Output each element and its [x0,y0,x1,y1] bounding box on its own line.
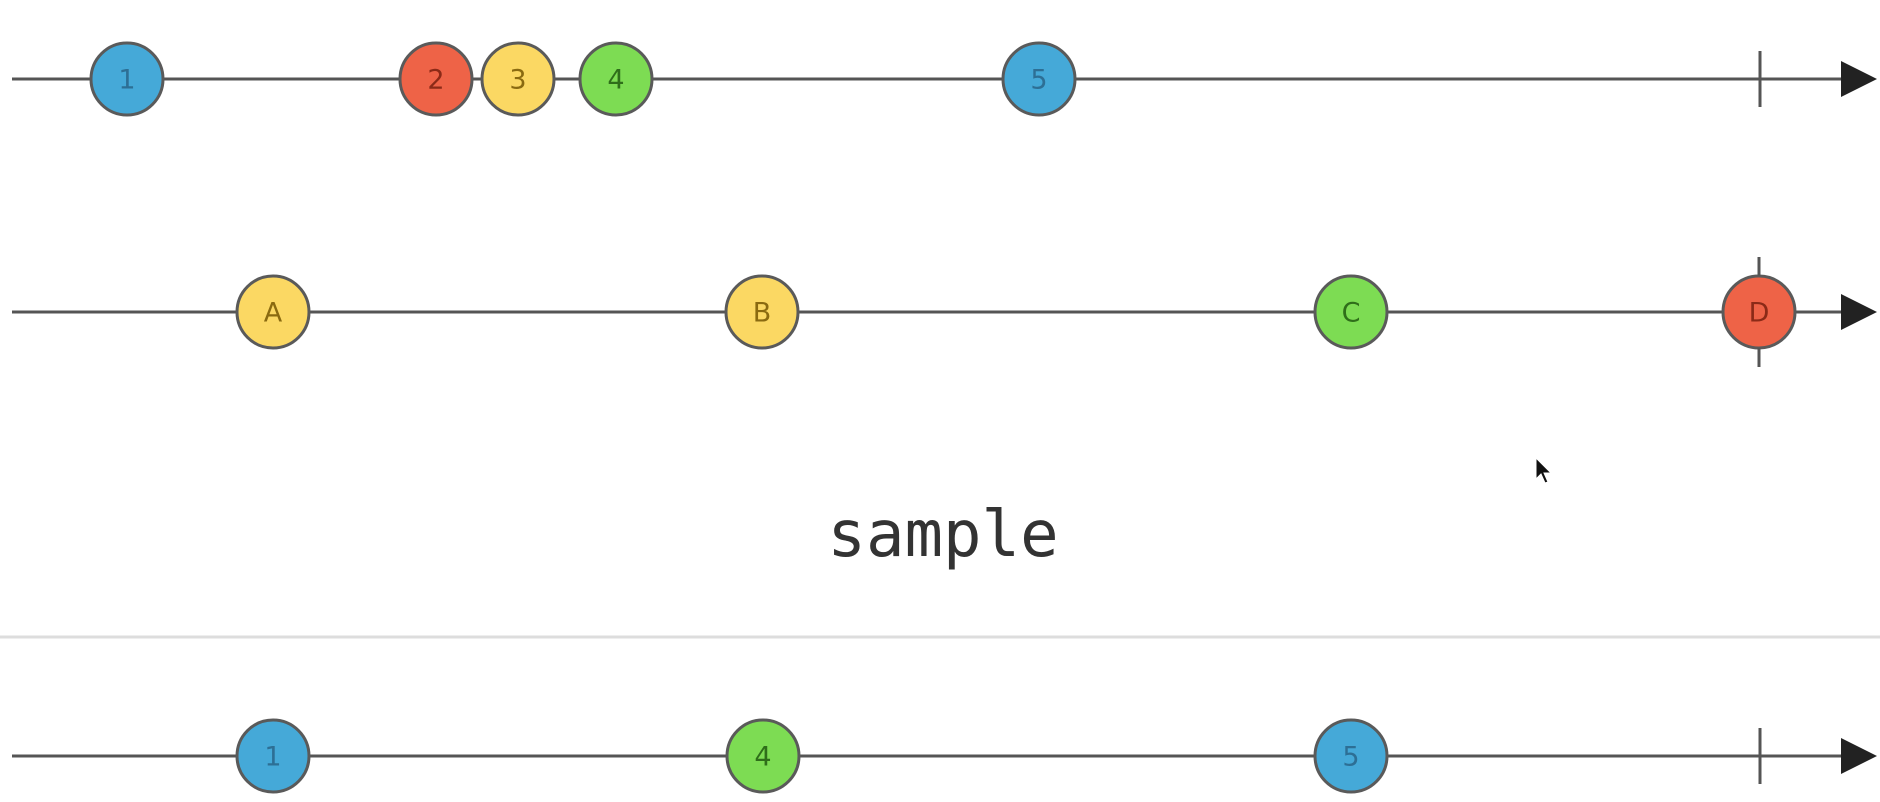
marble-label: 5 [1030,65,1047,96]
timeline-sampler: A B C D [12,257,1877,367]
marble-5: 5 [1313,718,1389,794]
marble-label: 3 [509,65,526,96]
marble-5: 5 [1001,41,1077,117]
marble-label: A [264,298,283,329]
marble-circle [578,41,654,117]
marble-1: 1 [235,718,311,794]
marble-circle [725,718,801,794]
marble-label: 1 [118,65,135,96]
operator-label: sample [827,498,1058,572]
marble-2: 2 [398,41,474,117]
arrow-head-icon [1841,294,1877,330]
marble-label: B [753,298,772,329]
marble-label: D [1749,298,1770,329]
timeline-output: 1 4 5 [12,718,1877,794]
marble-label: C [1342,298,1361,329]
timeline-source: 1 2 3 4 5 [12,41,1877,117]
marble-4: 4 [578,41,654,117]
arrow-head-icon [1841,61,1877,97]
marble-circle [89,41,165,117]
marble-circle [235,718,311,794]
arrow-head-icon [1841,738,1877,774]
marble-label: 4 [754,742,771,773]
marble-circle [235,274,311,350]
marble-4: 4 [725,718,801,794]
marble-circle [480,41,556,117]
marble-label: 2 [427,65,444,96]
marble-circle [1001,41,1077,117]
marble-circle [398,41,474,117]
marble-C: C [1313,274,1389,350]
marble-circle [724,274,800,350]
mouse-cursor-icon [1535,456,1553,484]
marble-label: 1 [264,742,281,773]
marble-circle [1313,274,1389,350]
marble-1: 1 [89,41,165,117]
marble-3: 3 [480,41,556,117]
marble-label: 5 [1342,742,1359,773]
marble-B: B [724,274,800,350]
marble-label: 4 [607,65,624,96]
marble-circle [1313,718,1389,794]
marble-D: D [1721,274,1797,350]
marble-A: A [235,274,311,350]
